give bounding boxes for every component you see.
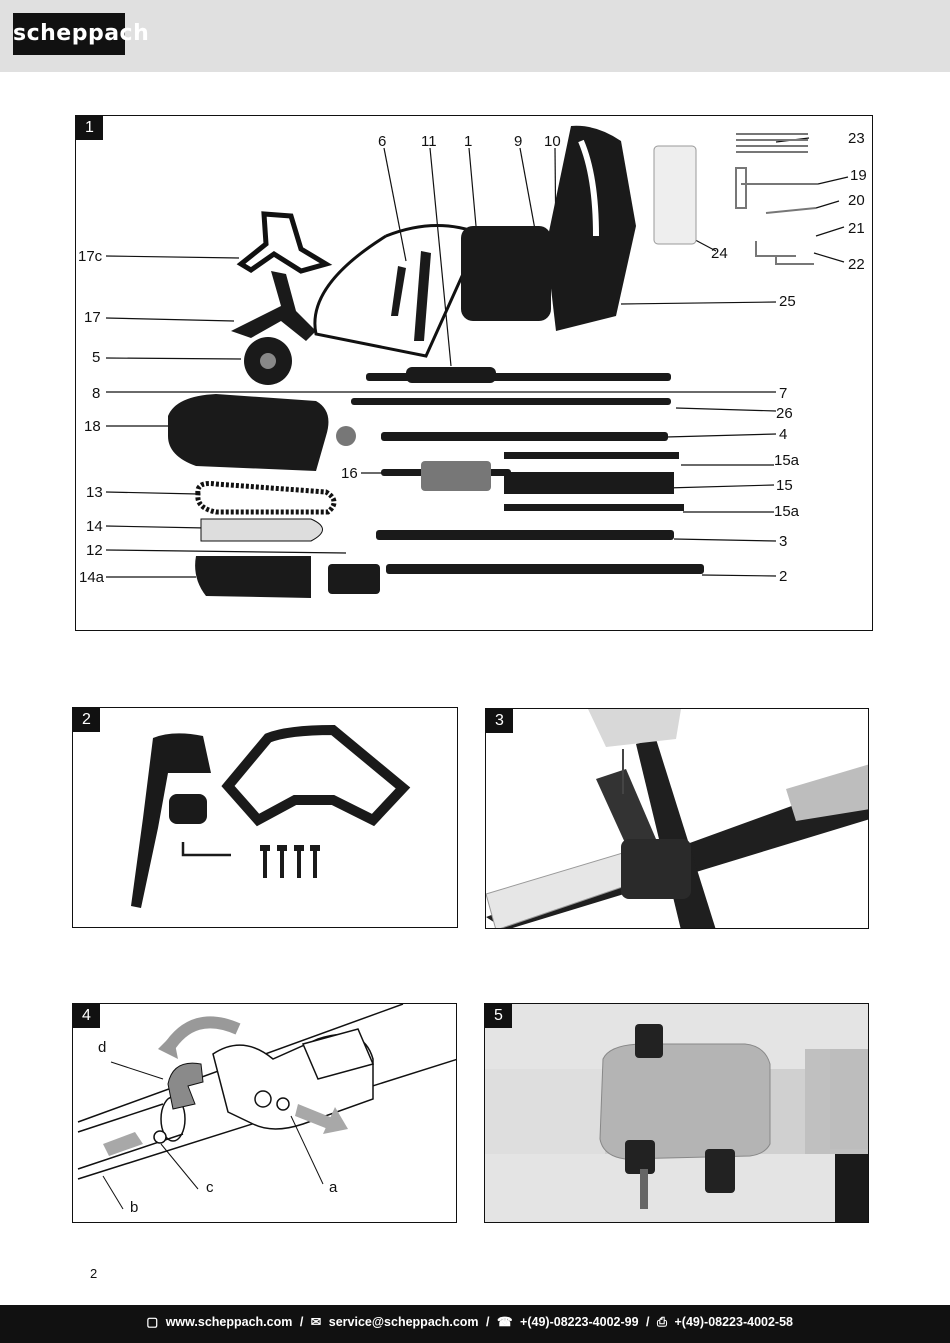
label-3: 3 (779, 533, 787, 550)
label-26: 26 (776, 405, 793, 422)
footer-separator: / (646, 1315, 650, 1329)
label-15a-bottom: 15a (774, 503, 800, 520)
figure-3-handle-mounting-photo: 3 (485, 708, 869, 929)
footer-fax: +(49)-08223-4002-58 (674, 1315, 794, 1329)
label-18: 18 (84, 418, 101, 435)
figure-1-illustration: 6 11 1 9 10 23 19 20 21 22 24 25 17c 17 … (78, 125, 867, 598)
figure-4-number: 4 (73, 1004, 100, 1028)
label-11: 11 (421, 133, 437, 150)
label-16: 16 (341, 465, 358, 482)
label-14: 14 (86, 518, 103, 535)
footer-separator: / (486, 1315, 490, 1329)
label-1: 1 (464, 133, 472, 150)
label-6: 6 (378, 133, 386, 150)
label-25: 25 (779, 293, 796, 310)
label-14a: 14a (79, 569, 105, 586)
figure-1-number: 1 (76, 116, 103, 140)
label-15a-top: 15a (774, 452, 800, 469)
figure-2-illustration (131, 724, 411, 908)
footer-email[interactable]: service@scheppach.com (328, 1315, 479, 1329)
page-number: 2 (90, 1266, 98, 1281)
label-13: 13 (86, 484, 103, 501)
figure-3-illustration (486, 709, 868, 928)
figure-3-number: 3 (486, 709, 513, 733)
label-21: 21 (848, 220, 865, 237)
label-a: a (329, 1179, 338, 1196)
figure-2-number: 2 (73, 708, 100, 732)
figure-4-shaft-coupling: 4 d c b a (72, 1003, 457, 1223)
figure-5-number: 5 (485, 1004, 512, 1028)
scheppach-logo: scheppach (13, 13, 149, 55)
label-17: 17 (84, 309, 101, 326)
label-23: 23 (848, 130, 865, 147)
figure-5-illustration (485, 1024, 868, 1222)
computer-icon: ▢ (146, 1315, 159, 1329)
label-17c: 17c (78, 248, 103, 265)
label-2: 2 (779, 568, 787, 585)
page-footer: ▢ www.scheppach.com / ✉ service@scheppac… (0, 1305, 950, 1343)
figure-4-illustration: d c b a (77, 1004, 456, 1216)
footer-website[interactable]: www.scheppach.com (165, 1315, 293, 1329)
label-15: 15 (776, 477, 793, 494)
label-12: 12 (86, 542, 103, 559)
label-10: 10 (544, 133, 561, 150)
figure-2-handle-parts: 2 (72, 707, 458, 928)
fax-icon: ⎙ (657, 1315, 668, 1329)
label-20: 20 (848, 192, 865, 209)
label-7: 7 (779, 385, 787, 402)
label-d: d (98, 1039, 106, 1056)
email-icon: ✉ (310, 1315, 322, 1329)
phone-icon: ☎ (496, 1315, 513, 1329)
label-19: 19 (850, 167, 867, 184)
footer-separator: / (299, 1315, 304, 1329)
figure-5-clamp-photo: 5 (484, 1003, 869, 1223)
label-9: 9 (514, 133, 522, 150)
label-b: b (130, 1199, 138, 1216)
label-8: 8 (92, 385, 100, 402)
label-24: 24 (711, 245, 728, 262)
page-header: scheppach (0, 0, 950, 72)
footer-phone: +(49)-08223-4002-99 (520, 1315, 639, 1329)
figure-1-parts-overview: 1 (75, 115, 873, 631)
label-4: 4 (779, 426, 787, 443)
label-c: c (206, 1179, 214, 1196)
label-5: 5 (92, 349, 100, 366)
label-22: 22 (848, 256, 865, 273)
